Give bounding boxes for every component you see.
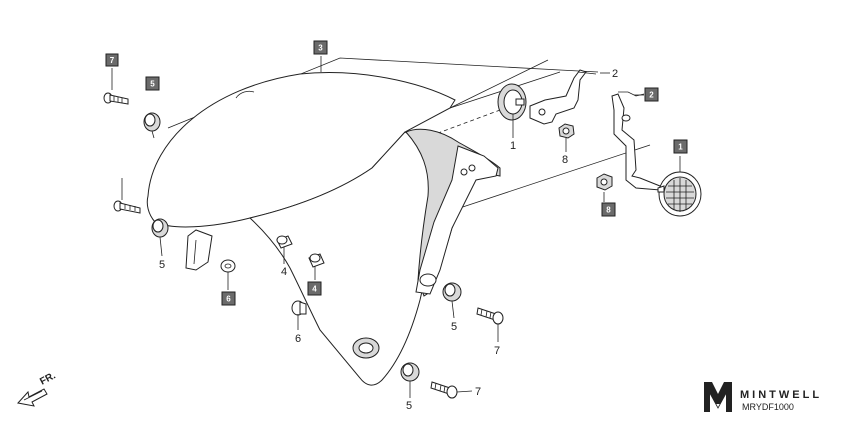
callout-box-1-label: 1	[678, 143, 683, 152]
bolt-mid-left	[113, 200, 141, 214]
grommet-top-left	[143, 112, 161, 132]
callout-box-8: 8	[601, 202, 616, 217]
callout-box-4: 4	[307, 281, 322, 296]
grommet-right-mid	[442, 282, 462, 302]
reflector-upper	[497, 83, 527, 121]
callout-5-bottom: 5	[406, 400, 412, 412]
callout-box-1: 1	[673, 139, 688, 154]
callout-6-center: 6	[295, 333, 301, 345]
callout-box-7: 7	[105, 53, 119, 67]
bracket-right	[611, 91, 661, 191]
grommet-bottom	[400, 362, 420, 382]
bracket-upper	[529, 69, 597, 125]
callout-8: 8	[562, 154, 568, 166]
callout-box-5-label: 5	[150, 80, 155, 89]
nut-upper	[558, 123, 575, 139]
callout-5-left: 5	[159, 259, 165, 271]
callout-7-right: 7	[494, 345, 500, 357]
callout-box-2-label: 2	[649, 91, 654, 100]
callout-7-bottom: 7	[475, 386, 481, 398]
callout-box-5: 5	[145, 76, 160, 91]
bolt-top-left	[103, 92, 129, 105]
reflector-right	[657, 171, 702, 217]
callout-box-6-label: 6	[226, 295, 231, 304]
bolt-bottom	[430, 381, 458, 399]
diagram-code: MRYDF1000	[742, 402, 794, 412]
callout-box-8-label: 8	[606, 206, 611, 215]
callout-box-3: 3	[313, 40, 328, 55]
collar-b	[308, 253, 325, 268]
front-direction-arrow: FR.	[17, 370, 58, 407]
callout-box-4-label: 4	[312, 285, 317, 294]
callout-box-3-label: 3	[318, 44, 323, 53]
callout-box-6: 6	[221, 291, 236, 306]
callout-1: 1	[510, 140, 516, 152]
brand-name: MINTWELL	[740, 389, 822, 401]
front-fender	[146, 72, 501, 386]
collar-a	[276, 235, 293, 249]
nut-right	[596, 173, 613, 191]
callout-box-2: 2	[644, 87, 659, 102]
clip-center	[291, 300, 307, 316]
mintwell-logo	[704, 382, 732, 412]
callout-5-right: 5	[451, 321, 457, 333]
grommet-mid-left	[151, 218, 169, 238]
callout-box-7-label: 7	[110, 56, 115, 65]
bolt-right-mid	[476, 307, 504, 325]
callout-2: 2	[612, 68, 618, 80]
clip-left	[220, 259, 236, 273]
direction-label: FR.	[38, 370, 58, 387]
callout-4-left: 4	[281, 266, 287, 278]
